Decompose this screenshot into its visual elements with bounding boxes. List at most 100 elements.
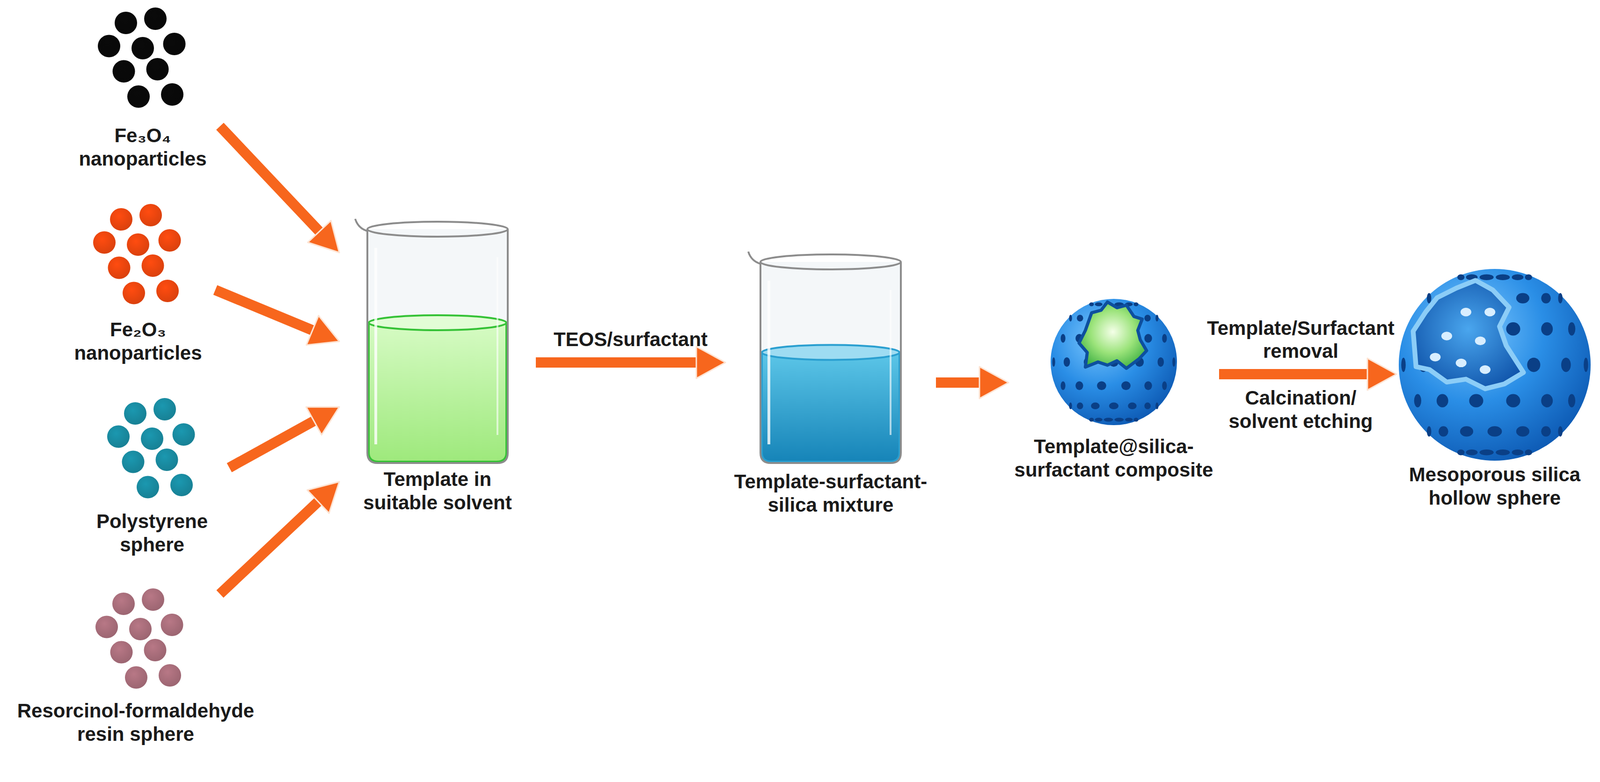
beaker: Template-surfactant-silica mixture <box>725 255 936 517</box>
spout <box>355 219 368 232</box>
illustration <box>60 205 216 319</box>
pore <box>1541 293 1551 304</box>
particle <box>144 639 167 662</box>
pore <box>1133 302 1139 307</box>
pore <box>1069 402 1073 410</box>
pore <box>1479 274 1494 281</box>
pore <box>1144 314 1151 322</box>
node-label: Fe₃O₄ nanoparticles <box>65 124 220 171</box>
inner-pore <box>1455 358 1467 368</box>
node-label: Resorcinol-formaldehyde resin sphere <box>4 699 267 746</box>
particle <box>141 588 165 612</box>
pore <box>1088 417 1094 422</box>
node-text: Resorcinol-formaldehyde resin sphere <box>4 594 267 746</box>
liquid <box>761 352 900 463</box>
glass-highlight <box>889 290 892 436</box>
arrow-head <box>979 366 1009 399</box>
illustration <box>74 402 230 511</box>
arrow-head <box>696 346 726 379</box>
process-arrow <box>219 126 340 253</box>
particle <box>127 85 150 109</box>
particle <box>163 32 186 56</box>
node-label: Mesoporous silica hollow sphere <box>1396 463 1593 510</box>
spout <box>748 251 761 264</box>
process-arrow <box>1219 358 1397 391</box>
particle <box>124 402 147 425</box>
pore <box>1505 322 1520 337</box>
particle <box>158 664 182 687</box>
pore <box>1495 274 1510 281</box>
particle <box>124 666 148 690</box>
inner-pore <box>1475 336 1486 346</box>
pore <box>1161 334 1167 344</box>
illustration <box>725 255 936 471</box>
particles <box>107 398 196 499</box>
pore <box>1541 394 1553 409</box>
particle <box>158 229 182 252</box>
particle <box>109 208 133 231</box>
inner-pore <box>1479 365 1491 374</box>
particle <box>122 282 146 305</box>
pore <box>1155 402 1159 410</box>
illustration <box>65 7 220 125</box>
pore <box>1076 314 1084 322</box>
pore <box>1155 314 1159 322</box>
node-label: Template in suitable solvent <box>357 467 518 515</box>
particles <box>97 7 186 109</box>
pore <box>1541 322 1553 337</box>
hollow-sphere: Mesoporous silica hollow sphere <box>1396 266 1593 510</box>
node-text: Template in suitable solvent <box>357 219 518 515</box>
glass-back <box>367 229 508 464</box>
node-text: Fe₂O₃ nanoparticles <box>60 205 216 365</box>
glass-highlight <box>496 257 499 436</box>
pore <box>1090 402 1100 410</box>
pore <box>1060 381 1066 391</box>
pore <box>1512 449 1524 456</box>
pore <box>1436 394 1449 409</box>
beaker-glass <box>748 251 901 464</box>
glass-rim <box>367 221 508 237</box>
particle <box>146 58 169 81</box>
arrow-head <box>306 407 340 436</box>
particle <box>129 618 152 641</box>
pore <box>1076 402 1084 410</box>
pore <box>1557 293 1563 304</box>
pore <box>1457 274 1465 281</box>
hollow-interior <box>1413 280 1524 390</box>
particle <box>131 36 154 60</box>
particle-cluster: Fe₂O₃ nanoparticles <box>60 205 216 365</box>
particle <box>141 254 165 278</box>
node-text: Polystyrene sphere <box>74 402 230 557</box>
pore <box>1557 426 1563 437</box>
inner-pore <box>1484 307 1496 317</box>
pore <box>1568 322 1576 337</box>
pore <box>1088 302 1094 307</box>
pore <box>1505 394 1520 409</box>
pore <box>1526 357 1541 373</box>
glass-wall <box>367 229 508 464</box>
glass-back <box>760 262 901 464</box>
pore <box>1401 357 1406 373</box>
illustration <box>4 594 267 700</box>
arrow-head <box>1367 358 1397 391</box>
particles <box>93 204 182 305</box>
particle <box>108 256 131 280</box>
template-core <box>1079 302 1147 369</box>
pore <box>1516 426 1530 437</box>
particle <box>112 60 136 83</box>
pore <box>1479 449 1494 456</box>
particle <box>160 83 184 106</box>
pore <box>1095 417 1103 422</box>
pore <box>1161 381 1167 391</box>
particles <box>95 588 184 690</box>
composite-sphere: Template@silica-surfactant composite <box>1008 294 1220 482</box>
pore <box>1568 394 1576 409</box>
particle <box>93 231 116 255</box>
sphere-shell <box>1398 269 1591 461</box>
particle <box>156 279 179 303</box>
beaker-glass <box>355 219 508 464</box>
particle-cluster: Fe₃O₄ nanoparticles <box>65 7 220 171</box>
particle <box>126 233 150 256</box>
particle <box>155 448 179 472</box>
